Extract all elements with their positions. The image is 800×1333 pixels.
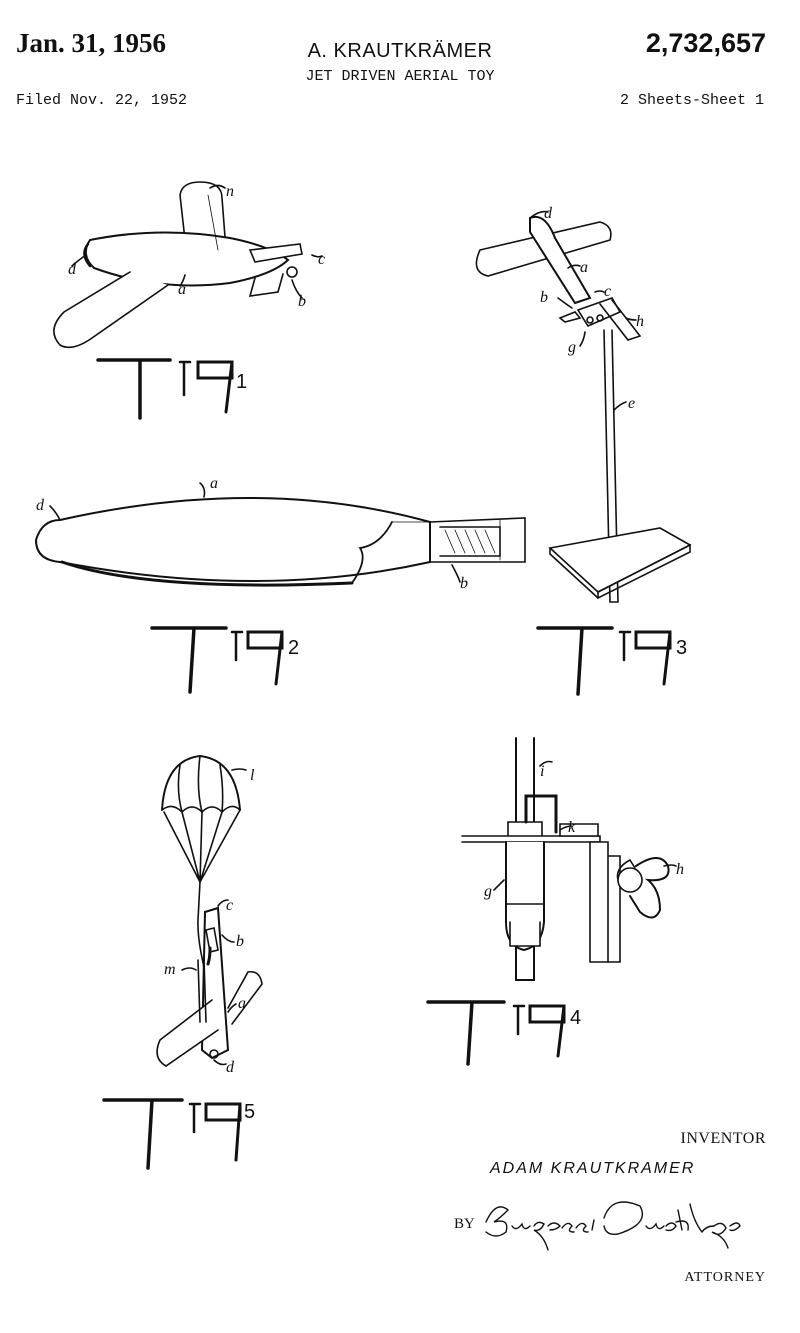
fig5-label-b: b [236,933,244,950]
fig3-label-d: d [544,205,553,222]
fig4-number: 4 [570,1007,581,1029]
fig2-label-d: d [36,497,45,514]
fig2-label-a: a [210,475,218,492]
fig4-label-h: h [676,861,684,878]
figure-4-mount: i k h g 4 [426,737,684,1066]
fig5-number: 5 [244,1101,255,1123]
fig4-label-i: i [540,763,544,780]
fig3-label-h: h [636,313,644,330]
by-label: BY [454,1216,475,1232]
fig1-label-n: n [226,183,234,200]
inventor-label: INVENTOR [680,1130,766,1147]
figure-3-caption [536,626,672,696]
figure-2-caption [150,626,284,694]
patent-date: Jan. 31, 1956 [16,28,167,58]
sheet-count: 2 Sheets-Sheet 1 [619,92,764,109]
attorney-label: ATTORNEY [684,1270,766,1285]
fig3-number: 3 [676,637,687,659]
fig1-label-a: a [178,281,186,298]
patent-number: 2,732,657 [645,28,766,58]
fig5-label-c: c [226,897,233,914]
figure-2-body: a d b 2 [34,475,526,694]
figure-3-stand: d a c b h g e 3 [475,205,692,696]
fig1-label-d: d [68,261,77,278]
figure-5-caption [102,1098,242,1170]
fig3-label-b: b [540,289,548,306]
fig2-number: 2 [288,637,299,659]
fig1-label-c: c [318,251,325,268]
fig2-label-b: b [460,575,468,592]
fig5-label-l: l [250,767,255,784]
fig3-label-g: g [568,339,576,356]
fig3-label-e: e [628,395,635,412]
figure-5-parachute: l c b m a d 5 [102,754,263,1170]
attorney-signature [485,1201,741,1251]
figure-4-caption [426,1000,566,1066]
patent-title: JET DRIVEN AERIAL TOY [305,68,495,85]
figure-1-caption [96,358,234,420]
fig5-label-m: m [164,961,176,978]
fig5-label-d: d [226,1059,235,1076]
fig1-label-b: b [298,293,306,310]
inventor-full-name: ADAM KRAUTKRAMER [490,1160,696,1177]
figure-1-airplane: n c d a b 1 [53,181,325,420]
fig1-number: 1 [236,371,247,393]
fig4-label-k: k [568,819,576,836]
filed-date: Filed Nov. 22, 1952 [16,92,188,109]
fig3-label-c: c [604,283,611,300]
fig4-label-g: g [484,883,492,900]
inventor-header: A. KRAUTKRÄMER [307,40,493,62]
fig3-label-a: a [580,259,588,276]
fig5-label-a: a [238,995,246,1012]
